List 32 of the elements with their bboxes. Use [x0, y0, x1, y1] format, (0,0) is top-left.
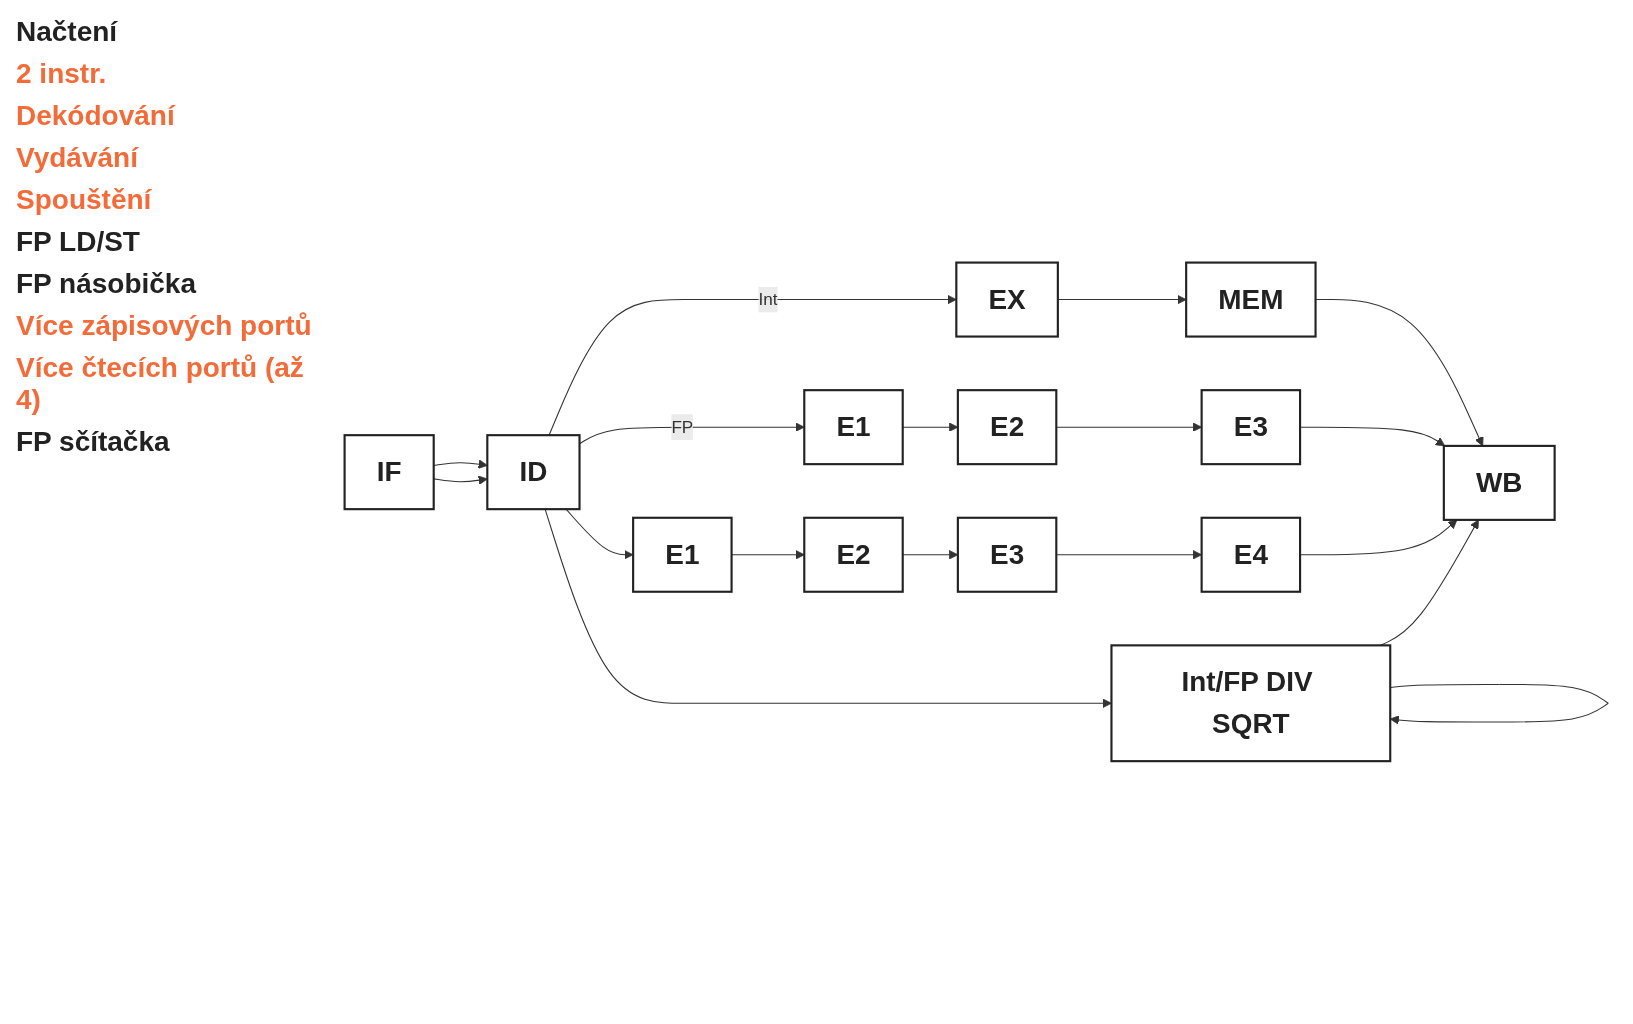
- node-box: IF: [343, 434, 435, 511]
- node-box: E3: [956, 516, 1058, 593]
- node-box: E1: [803, 389, 904, 466]
- annotation-text: Více čtecích portů (až 4): [16, 352, 305, 416]
- arrow: [548, 295, 957, 436]
- arrow: [433, 459, 488, 469]
- node-box: EX: [955, 261, 1059, 338]
- annotation-text: 2 instr.: [16, 58, 108, 90]
- arrow: [433, 475, 488, 485]
- annotation-text: Více zápisových portů: [16, 310, 313, 342]
- annotation-text: FP násobička: [16, 268, 198, 300]
- annotation-text: FP LD/ST: [16, 226, 141, 258]
- node-box: E2: [956, 389, 1058, 466]
- annotation-text: FP sčítačka: [16, 426, 171, 458]
- node-box: E2: [803, 516, 904, 593]
- arrow: [731, 550, 805, 560]
- edge-label: Int: [758, 290, 778, 309]
- node-box: Int/FP DIV SQRT: [1110, 644, 1392, 763]
- annotation-text: Načtení: [16, 16, 119, 48]
- arrow: [579, 422, 805, 445]
- node-box: ID: [486, 434, 581, 511]
- annotation-text: Spouštění: [16, 184, 153, 216]
- annotation-text: Vydávání: [16, 142, 140, 174]
- node-box: E4: [1200, 516, 1302, 593]
- arrow: [1057, 295, 1187, 305]
- arrow: [1315, 299, 1484, 447]
- annotation-text: Dekódování: [16, 100, 177, 132]
- node-box: WB: [1442, 444, 1556, 522]
- node-box: E3: [1200, 389, 1302, 466]
- edge-label: FP: [671, 417, 694, 436]
- node-box: E1: [632, 516, 733, 593]
- node-box: MEM: [1185, 261, 1317, 338]
